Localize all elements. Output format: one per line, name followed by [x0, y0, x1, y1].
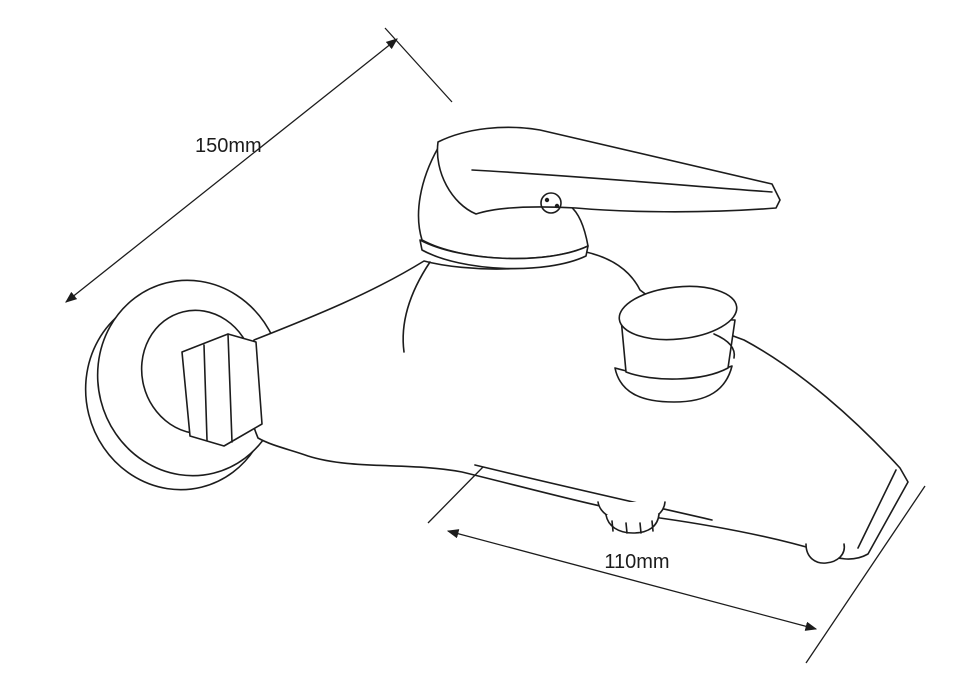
spout-tip-edge — [857, 469, 897, 549]
lever-handle — [436, 126, 781, 215]
faucet-illustration — [84, 126, 909, 564]
dimension-110mm: 110mm — [427, 466, 926, 664]
diverter-top — [618, 285, 738, 341]
diverter-facet — [713, 333, 736, 359]
mounting-nut — [181, 333, 263, 447]
dimension-150mm-witness-line — [384, 27, 453, 103]
screw-dot — [544, 197, 550, 203]
aerator-ridge — [651, 520, 654, 532]
aerator-ridge — [639, 522, 642, 534]
dimension-annotations: 150mm 110mm — [65, 27, 926, 664]
dimension-150mm-arrow — [65, 38, 398, 303]
aerator-ridge — [625, 522, 628, 534]
spout-outlet-cap — [805, 543, 846, 564]
dimension-110mm-label: 110mm — [604, 551, 669, 573]
handle-bevel-line — [471, 169, 773, 193]
spout-under-contour — [474, 464, 713, 521]
cartridge-collar — [419, 239, 589, 270]
dimension-110mm-arrow — [446, 529, 818, 631]
aerator — [597, 501, 666, 534]
screw-detail — [540, 192, 562, 214]
nut-facet-line — [227, 333, 233, 443]
handle-outline — [436, 126, 781, 215]
dimension-110mm-witness-line-right — [805, 485, 926, 664]
diverter-knob — [614, 285, 738, 403]
body-outline — [246, 251, 909, 560]
dimension-150mm: 150mm — [65, 27, 453, 303]
screw-dot — [554, 203, 560, 209]
dimension-150mm-label: 150mm — [195, 135, 262, 157]
aerator-ridge — [611, 520, 614, 532]
screw-ring — [540, 192, 562, 214]
nut-outline — [181, 333, 263, 447]
neck-front-contour — [402, 261, 431, 353]
aerator-lower-ring — [605, 513, 660, 534]
dimension-110mm-witness-line-left — [427, 466, 484, 524]
nut-facet-line — [203, 344, 208, 441]
faucet-body — [246, 251, 909, 560]
outlet-cap-outline — [805, 543, 846, 564]
